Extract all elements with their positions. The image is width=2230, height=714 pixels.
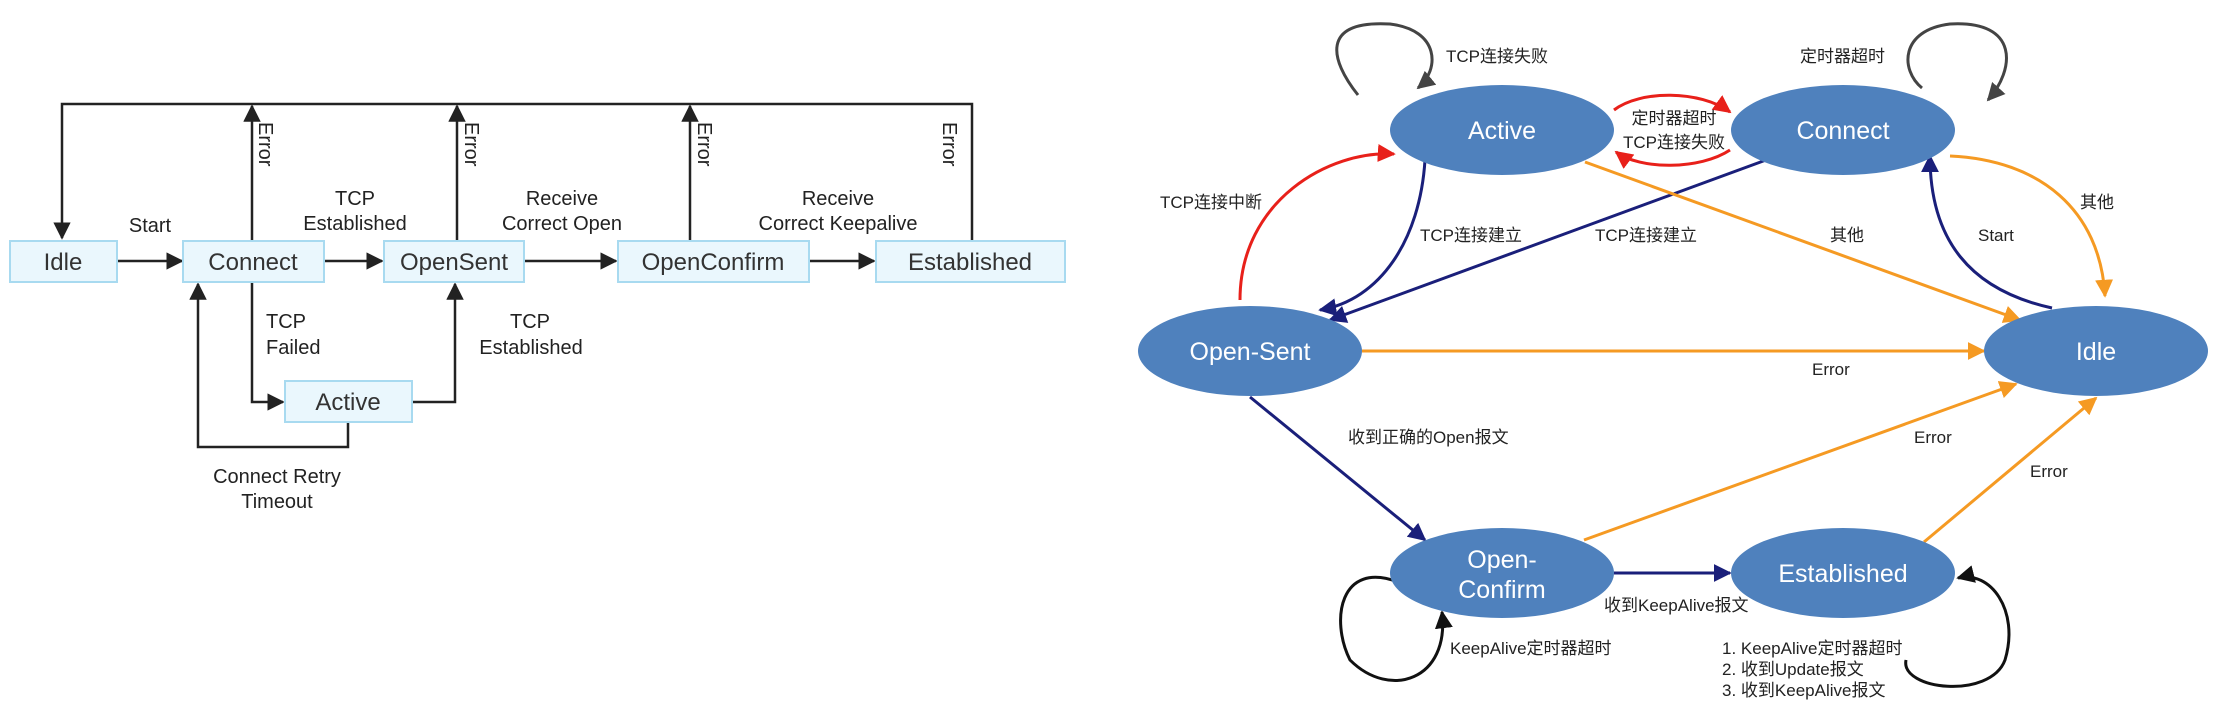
loop-connect — [1906, 22, 2008, 102]
box-idle — [9, 240, 118, 283]
ellipse-idle — [1984, 306, 2208, 396]
rlabel-other-2: 其他 — [2080, 193, 2114, 212]
label-tcp-established-1a: TCP — [335, 188, 375, 210]
rlabel-other-1: 其他 — [1830, 226, 1864, 245]
label-tcp-established-2b: Established — [479, 337, 582, 359]
error-bus-line — [53, 102, 974, 240]
label-error-opensent: Error — [460, 122, 482, 167]
rstate-established: Established — [1778, 560, 1907, 588]
rstate-active: Active — [1468, 117, 1536, 145]
navy-idle-connect — [1921, 154, 2053, 310]
red-connect-active — [1614, 148, 1731, 169]
state-idle: Idle — [44, 249, 83, 276]
rlabel-mid-timer: 定时器超时 — [1632, 109, 1717, 128]
right-diagram: Active Connect Open-Sent Idle Open- Conf… — [1138, 22, 2208, 700]
left-diagram: Idle Connect OpenSent OpenConfirm Establ… — [9, 102, 1066, 513]
rlabel-mid-fail: TCP连接失败 — [1623, 133, 1725, 152]
rstate-connect: Connect — [1796, 117, 1889, 145]
rlabel-error-2: Error — [1914, 428, 1952, 447]
rlabel-tcp-break: TCP连接中断 — [1160, 193, 1262, 212]
rlabel-recv-open: 收到正确的Open报文 — [1348, 428, 1509, 447]
label-retry-b: Timeout — [241, 491, 313, 513]
ellipse-opensent — [1138, 306, 1362, 396]
state-opensent: OpenSent — [400, 249, 508, 276]
loop-established — [1904, 565, 2011, 688]
red-active-connect — [1613, 93, 1732, 114]
arrow-connect-active — [250, 282, 285, 411]
label-error-established: Error — [938, 122, 960, 167]
state-connect: Connect — [208, 249, 298, 276]
rstate-opensent: Open-Sent — [1190, 338, 1311, 366]
ellipse-connect — [1731, 85, 1955, 175]
box-opensent — [383, 240, 525, 283]
rlabel-tcp-fail: TCP连接失败 — [1446, 47, 1548, 66]
label-error-connect: Error — [254, 122, 276, 167]
rlabel-tcp-build-1: TCP连接建立 — [1420, 226, 1522, 245]
navy-opensent-openconfirm — [1249, 395, 1427, 542]
orange-active-idle — [1584, 160, 2022, 323]
label-start: Start — [129, 215, 172, 237]
rstate-openconfirm-a: Open- — [1467, 546, 1536, 574]
rstate-idle: Idle — [2076, 338, 2116, 366]
label-receive-keep-b: Correct Keepalive — [759, 213, 918, 235]
box-openconfirm — [617, 240, 810, 283]
box-connect — [182, 240, 325, 283]
state-established: Established — [908, 249, 1032, 276]
rlabel-est-loop-2: 2. 收到Update报文 — [1722, 660, 1864, 679]
ellipse-established — [1731, 528, 1955, 618]
label-tcp-failed-a: TCP — [266, 311, 306, 333]
label-tcp-established-2a: TCP — [510, 311, 550, 333]
rlabel-recv-keepalive: 收到KeepAlive报文 — [1604, 596, 1749, 615]
box-established — [875, 240, 1066, 283]
rlabel-keepalive-timeout: KeepAlive定时器超时 — [1450, 639, 1612, 658]
label-receive-keep-a: Receive — [802, 188, 874, 210]
label-tcp-established-1b: Established — [303, 213, 406, 235]
arrow-active-connect-retry — [189, 282, 350, 449]
rlabel-start: Start — [1978, 226, 2014, 245]
label-receive-open-a: Receive — [526, 188, 598, 210]
rlabel-est-loop-3: 3. 收到KeepAlive报文 — [1722, 681, 1885, 700]
box-active — [284, 380, 413, 423]
rlabel-est-loop-1: 1. KeepAlive定时器超时 — [1722, 639, 1902, 658]
red-opensent-active — [1238, 144, 1396, 301]
state-active: Active — [315, 389, 380, 416]
loop-active — [1335, 22, 1437, 96]
label-retry-a: Connect Retry — [213, 466, 341, 488]
orange-established-idle — [1923, 396, 2098, 544]
ellipse-active — [1390, 85, 1614, 175]
label-error-openconfirm: Error — [693, 122, 715, 167]
label-receive-open-b: Correct Open — [502, 213, 622, 235]
rlabel-error-1: Error — [1812, 360, 1850, 379]
label-tcp-failed-b: Failed — [266, 337, 320, 359]
state-openconfirm: OpenConfirm — [642, 249, 785, 276]
orange-connect-idle — [1949, 154, 2114, 298]
loop-openconfirm — [1339, 575, 1453, 682]
rstate-openconfirm-b: Confirm — [1458, 576, 1546, 604]
ellipse-openconfirm — [1390, 528, 1614, 618]
arrow-active-opensent — [413, 282, 464, 404]
rlabel-timer-timeout: 定时器超时 — [1800, 47, 1885, 66]
navy-active-opensent — [1318, 159, 1427, 317]
rlabel-error-3: Error — [2030, 462, 2068, 481]
navy-connect-opensent — [1328, 158, 1767, 323]
rlabel-tcp-build-2: TCP连接建立 — [1595, 226, 1697, 245]
orange-openconfirm-idle — [1583, 381, 2018, 542]
